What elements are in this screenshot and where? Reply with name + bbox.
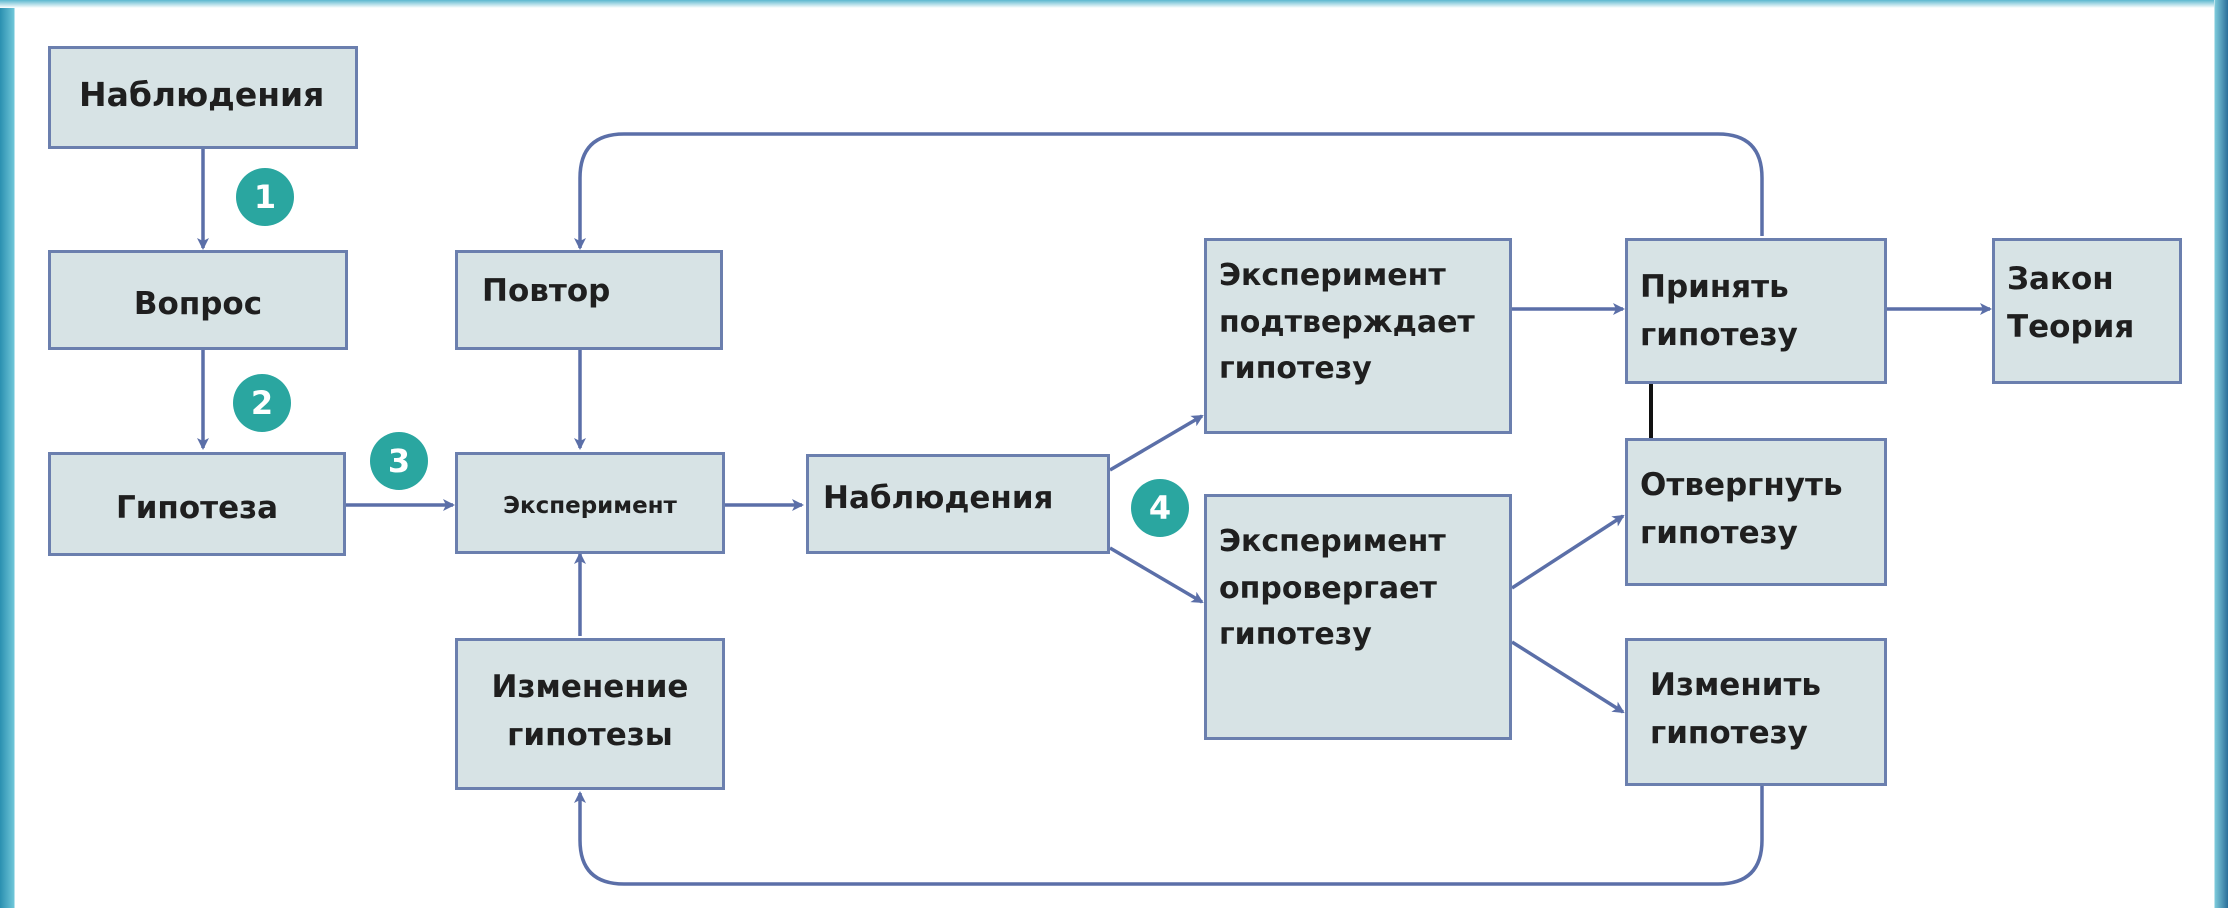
arrow-observations-to-confirms <box>1109 414 1204 472</box>
step-badge-2: 2 <box>233 374 291 432</box>
box-reject-hypothesis-label: Отвергнуть гипотезу <box>1640 467 1843 552</box>
arrow-observations-to-refutes <box>1109 546 1204 604</box>
box-observations-label: Наблюдения <box>823 480 1054 516</box>
frame-top-edge <box>0 0 2228 8</box>
box-change-hypothesis-label: Изменение гипотезы <box>491 669 689 754</box>
box-hypothesis: Гипотеза <box>48 452 346 556</box>
step-badge-4: 4 <box>1131 479 1189 537</box>
arrow-refutes-to-modify <box>1511 640 1625 714</box>
box-change-hypothesis: Изменение гипотезы <box>455 638 725 790</box>
box-repeat: Повтор <box>455 250 723 350</box>
box-observations-start-label: Наблюдения <box>79 75 325 114</box>
box-experiment-refutes-label: Эксперимент опровергает гипотезу <box>1219 524 1446 652</box>
box-experiment-confirms-label: Эксперимент подтверждает гипотезу <box>1219 258 1475 386</box>
loop-accept-to-repeat <box>574 132 1764 250</box>
loop-modify-to-change <box>574 786 1764 886</box>
box-reject-hypothesis: Отвергнуть гипотезу <box>1625 438 1887 586</box>
box-law-theory-label: Закон Теория <box>2007 261 2135 346</box>
box-experiment-refutes: Эксперимент опровергает гипотезу <box>1204 494 1512 740</box>
box-modify-hypothesis: Изменить гипотезу <box>1625 638 1887 786</box>
frame-right-edge <box>2214 0 2228 908</box>
box-question: Вопрос <box>48 250 348 350</box>
box-law-theory: Закон Теория <box>1992 238 2182 384</box>
box-modify-hypothesis-label: Изменить гипотезу <box>1650 667 1822 752</box>
box-experiment-label: Эксперимент <box>503 493 677 519</box>
box-hypothesis-label: Гипотеза <box>115 490 279 526</box>
box-experiment: Эксперимент <box>455 452 725 554</box>
arrow-refutes-to-reject <box>1511 514 1625 590</box>
box-repeat-label: Повтор <box>482 273 611 309</box>
step-badge-3: 3 <box>370 432 428 490</box>
box-question-label: Вопрос <box>133 286 263 322</box>
box-observations-start: Наблюдения <box>48 46 358 149</box>
box-accept-hypothesis: Принять гипотезу <box>1625 238 1887 384</box>
box-observations: Наблюдения <box>806 454 1110 554</box>
box-accept-hypothesis-label: Принять гипотезу <box>1640 269 1798 354</box>
box-experiment-confirms: Эксперимент подтверждает гипотезу <box>1204 238 1512 434</box>
step-badge-1: 1 <box>236 168 294 226</box>
